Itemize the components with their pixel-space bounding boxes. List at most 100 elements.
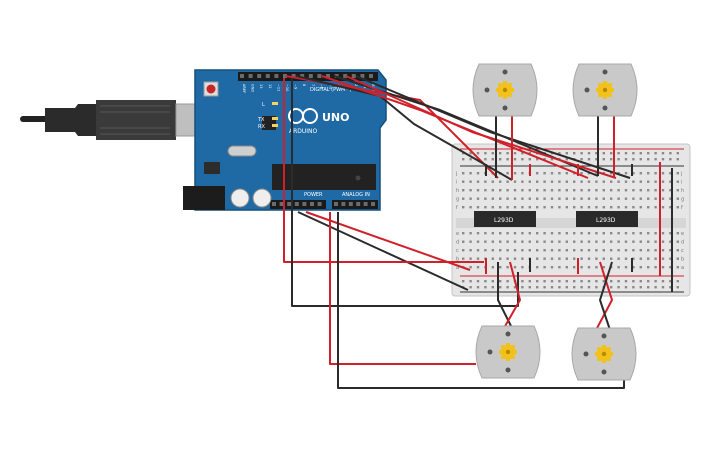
breadboard-hole[interactable]: [573, 257, 576, 260]
breadboard-hole[interactable]: [610, 197, 613, 200]
breadboard-hole[interactable]: [632, 172, 635, 175]
breadboard-hole[interactable]: [661, 232, 665, 235]
breadboard-hole[interactable]: [632, 152, 635, 155]
breadboard-hole[interactable]: [491, 257, 494, 260]
breadboard-hole[interactable]: [521, 197, 524, 200]
breadboard-hole[interactable]: [476, 152, 480, 155]
breadboard-hole[interactable]: [521, 158, 524, 161]
motor-top-left[interactable]: [472, 63, 538, 117]
breadboard-hole[interactable]: [617, 266, 620, 269]
breadboard-hole[interactable]: [521, 240, 524, 243]
breadboard-hole[interactable]: [573, 206, 576, 209]
breadboard-hole[interactable]: [639, 180, 642, 183]
breadboard-hole[interactable]: [617, 286, 620, 289]
breadboard-hole[interactable]: [624, 197, 628, 200]
breadboard-hole[interactable]: [499, 257, 502, 260]
header-pin[interactable]: [317, 202, 322, 206]
breadboard-hole[interactable]: [491, 249, 494, 252]
breadboard-hole[interactable]: [558, 206, 561, 209]
breadboard-hole[interactable]: [669, 189, 672, 192]
breadboard-hole[interactable]: [610, 158, 613, 161]
breadboard-hole[interactable]: [676, 286, 679, 289]
breadboard-hole[interactable]: [639, 158, 642, 161]
breadboard-hole[interactable]: [506, 152, 509, 155]
breadboard-hole[interactable]: [469, 180, 472, 183]
breadboard-hole[interactable]: [595, 286, 598, 289]
breadboard-hole[interactable]: [543, 286, 546, 289]
breadboard-hole[interactable]: [573, 189, 576, 192]
header-pin[interactable]: [348, 202, 353, 206]
breadboard-hole[interactable]: [647, 206, 650, 209]
breadboard-hole[interactable]: [639, 206, 642, 209]
breadboard-hole[interactable]: [669, 232, 672, 235]
breadboard-hole[interactable]: [632, 180, 635, 183]
breadboard-hole[interactable]: [513, 266, 517, 269]
breadboard-hole[interactable]: [491, 152, 494, 155]
breadboard-hole[interactable]: [543, 280, 546, 283]
breadboard-hole[interactable]: [669, 158, 672, 161]
breadboard-hole[interactable]: [462, 189, 465, 192]
header-pin[interactable]: [363, 202, 368, 206]
wire-red[interactable]: [305, 211, 471, 271]
breadboard-hole[interactable]: [484, 280, 487, 283]
breadboard-hole[interactable]: [661, 249, 665, 252]
breadboard-hole[interactable]: [543, 232, 546, 235]
breadboard-hole[interactable]: [462, 206, 465, 209]
breadboard-hole[interactable]: [513, 180, 517, 183]
breadboard-hole[interactable]: [491, 206, 494, 209]
breadboard-hole[interactable]: [610, 189, 613, 192]
breadboard-hole[interactable]: [602, 180, 605, 183]
breadboard-hole[interactable]: [595, 197, 598, 200]
header-pin[interactable]: [257, 74, 262, 78]
breadboard-hole[interactable]: [476, 240, 480, 243]
header-pin[interactable]: [291, 74, 296, 78]
breadboard-hole[interactable]: [499, 232, 502, 235]
breadboard-hole[interactable]: [565, 152, 568, 155]
breadboard-hole[interactable]: [587, 189, 591, 192]
digital-header[interactable]: [238, 72, 378, 81]
header-pin[interactable]: [326, 74, 330, 78]
breadboard-hole[interactable]: [610, 280, 613, 283]
breadboard-hole[interactable]: [654, 197, 657, 200]
breadboard-hole[interactable]: [565, 206, 568, 209]
breadboard-hole[interactable]: [499, 180, 502, 183]
analog-header[interactable]: [332, 200, 378, 209]
breadboard-hole[interactable]: [573, 197, 576, 200]
breadboard-hole[interactable]: [624, 152, 628, 155]
breadboard-hole[interactable]: [543, 172, 546, 175]
breadboard-hole[interactable]: [476, 280, 480, 283]
header-pin[interactable]: [356, 202, 361, 206]
breadboard-hole[interactable]: [602, 206, 605, 209]
breadboard-hole[interactable]: [565, 180, 568, 183]
motor-bottom-right[interactable]: [571, 327, 637, 381]
breadboard-hole[interactable]: [632, 232, 635, 235]
breadboard-hole[interactable]: [617, 249, 620, 252]
breadboard-hole[interactable]: [580, 257, 583, 260]
breadboard-hole[interactable]: [632, 286, 635, 289]
breadboard-hole[interactable]: [573, 240, 576, 243]
breadboard-hole[interactable]: [617, 232, 620, 235]
breadboard-hole[interactable]: [624, 266, 628, 269]
breadboard-hole[interactable]: [602, 158, 605, 161]
breadboard-hole[interactable]: [669, 257, 672, 260]
breadboard-hole[interactable]: [469, 280, 472, 283]
breadboard-hole[interactable]: [528, 180, 531, 183]
breadboard-hole[interactable]: [587, 286, 591, 289]
breadboard-hole[interactable]: [484, 249, 487, 252]
breadboard-hole[interactable]: [469, 158, 472, 161]
breadboard-hole[interactable]: [632, 206, 635, 209]
breadboard-hole[interactable]: [661, 172, 665, 175]
breadboard-hole[interactable]: [661, 280, 665, 283]
breadboard-hole[interactable]: [676, 158, 679, 161]
breadboard-hole[interactable]: [558, 240, 561, 243]
wire-red[interactable]: [345, 75, 617, 179]
breadboard-hole[interactable]: [580, 280, 583, 283]
breadboard-hole[interactable]: [476, 266, 480, 269]
breadboard-hole[interactable]: [573, 152, 576, 155]
breadboard-hole[interactable]: [610, 180, 613, 183]
breadboard-hole[interactable]: [587, 249, 591, 252]
breadboard-hole[interactable]: [669, 152, 672, 155]
breadboard-hole[interactable]: [565, 172, 568, 175]
breadboard-hole[interactable]: [580, 266, 583, 269]
header-pin[interactable]: [360, 74, 365, 78]
